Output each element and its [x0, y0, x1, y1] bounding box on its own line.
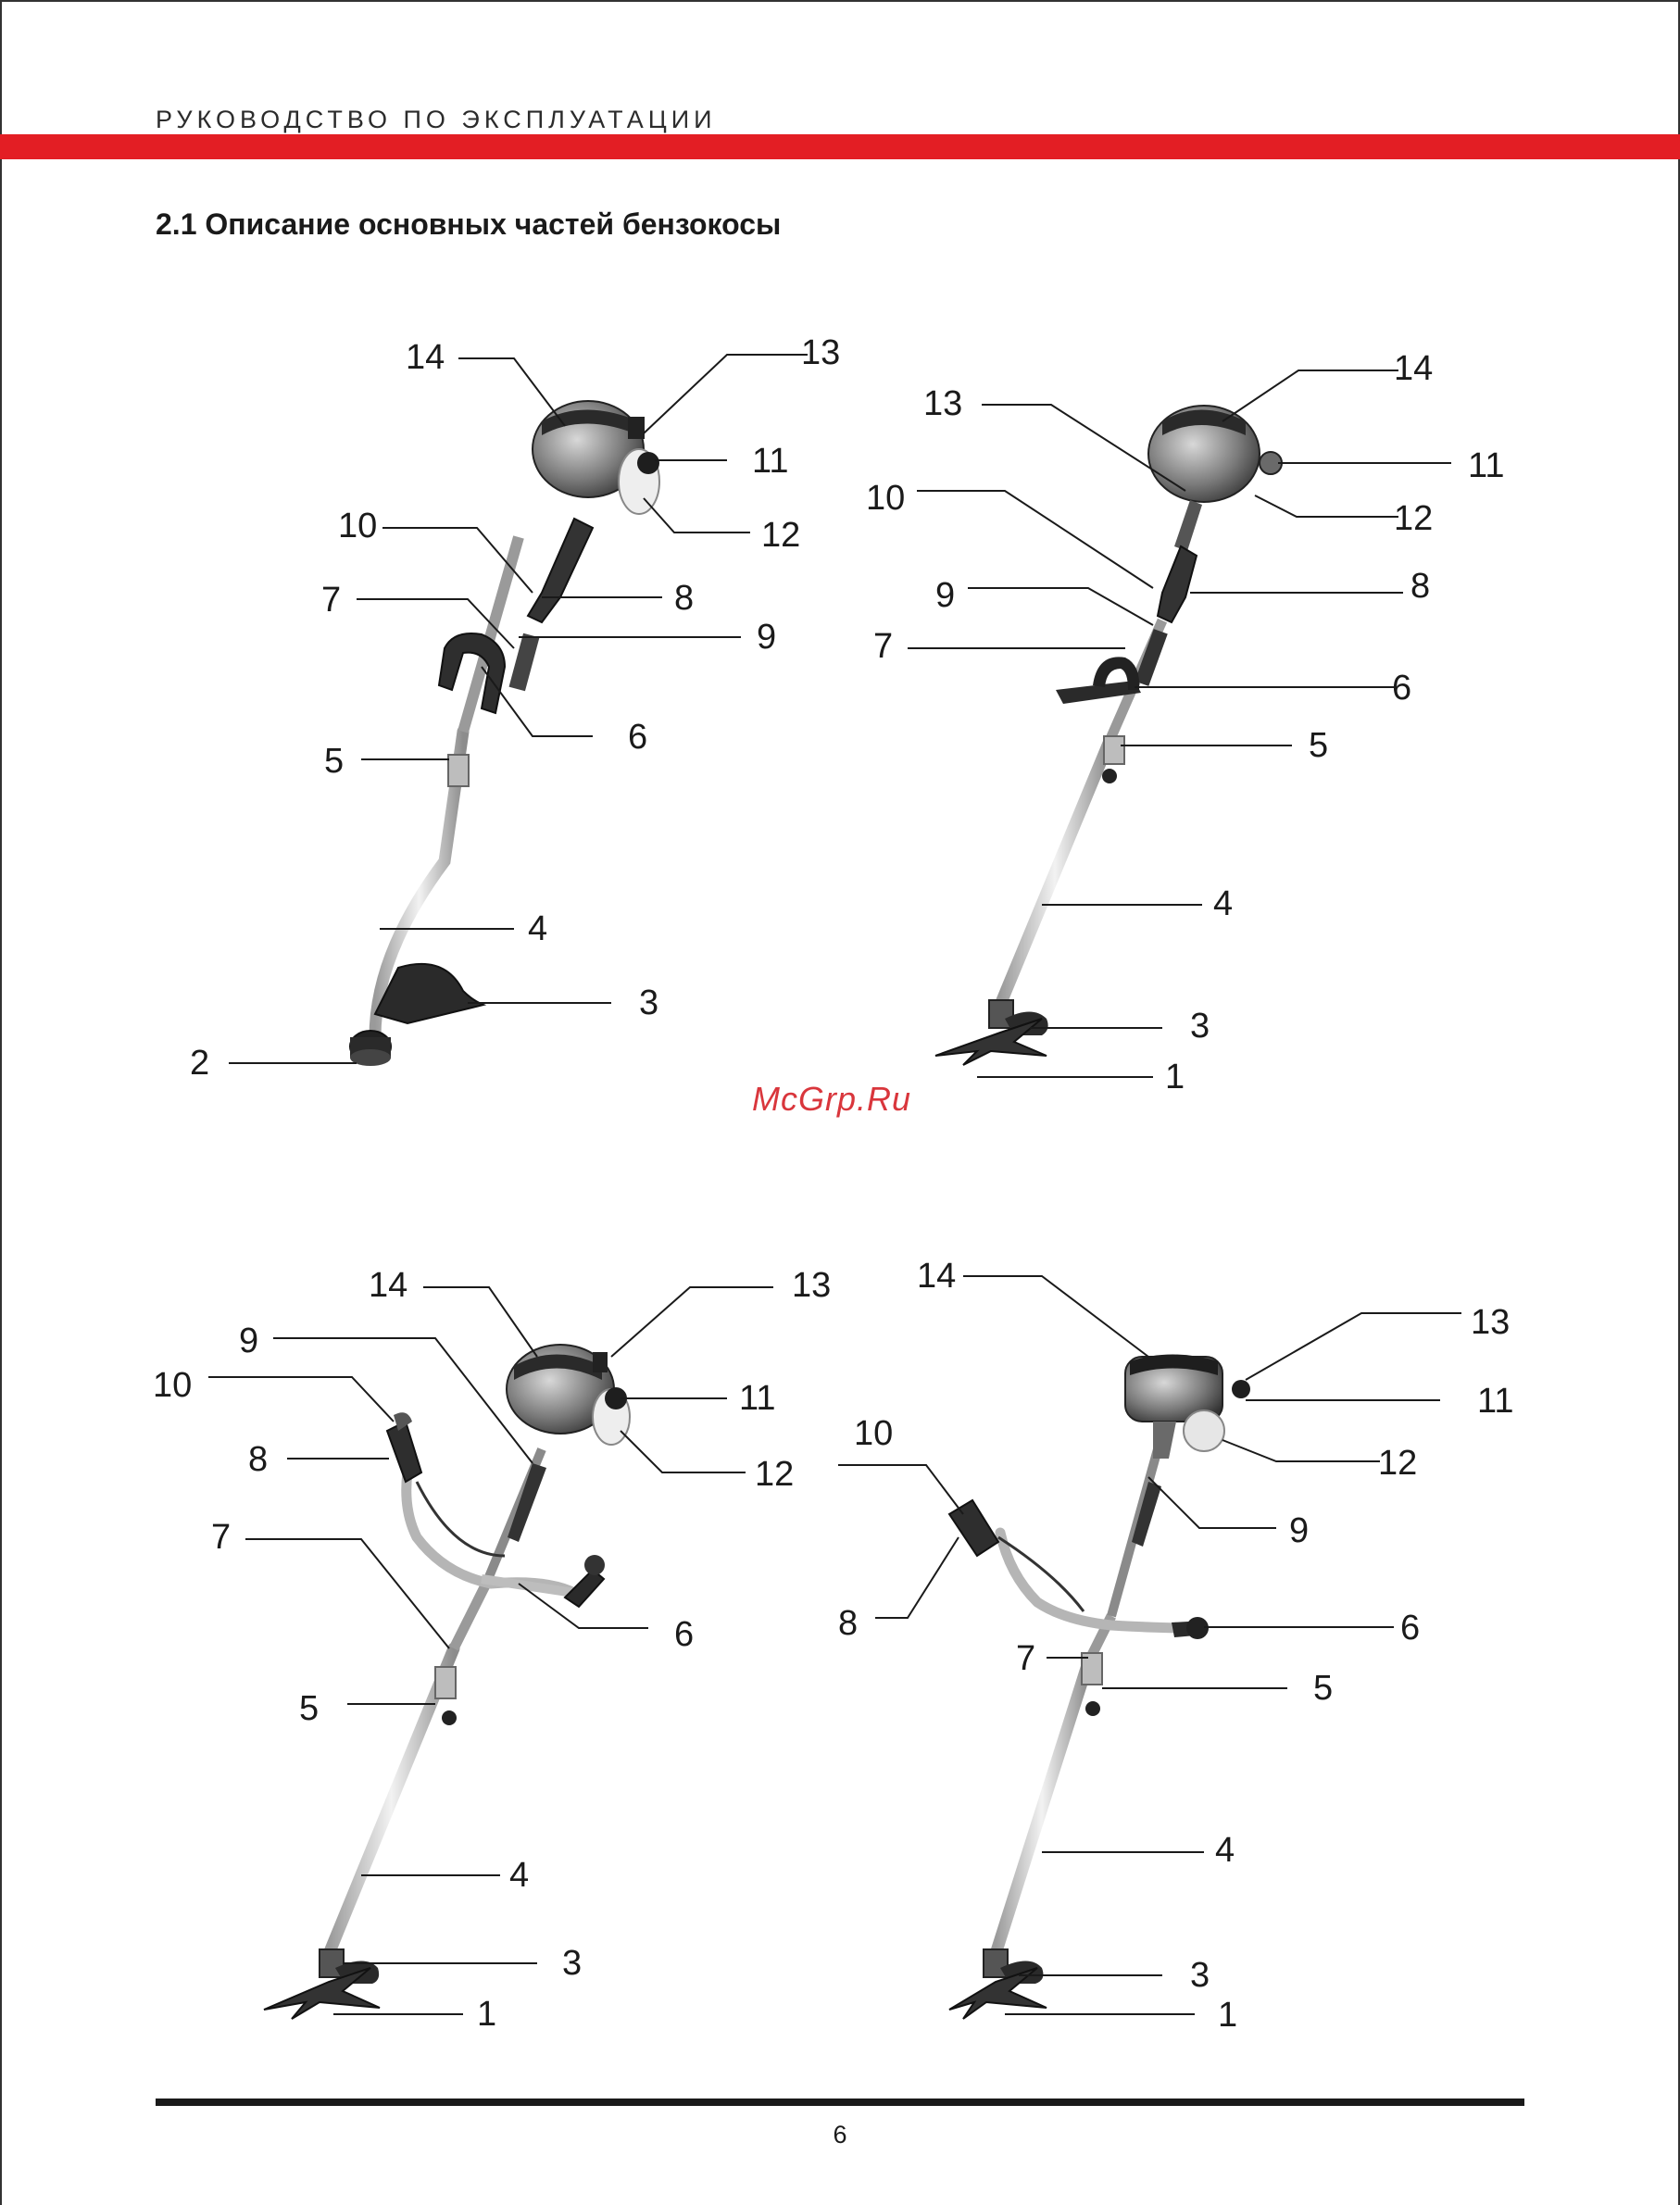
fig1-label-8: 8 [674, 579, 694, 618]
fig1-label-14: 14 [406, 338, 445, 377]
fig3-label-3: 3 [562, 1944, 582, 1983]
watermark-text: McGrp.Ru [752, 1080, 911, 1119]
fig4-label-12: 12 [1378, 1444, 1417, 1483]
fig3-label-6: 6 [674, 1615, 694, 1654]
fig2-label-6: 6 [1392, 669, 1411, 708]
fig1-label-6: 6 [628, 718, 647, 757]
fig4-label-11: 11 [1477, 1382, 1513, 1421]
figure-3-bike-handle-brushcutter: 14 13 9 11 10 12 8 7 6 5 4 3 1 [153, 1266, 831, 2034]
fig4-label-9: 9 [1289, 1511, 1309, 1550]
fig4-label-13: 13 [1471, 1303, 1510, 1342]
fig3-label-14: 14 [369, 1266, 407, 1305]
fig1-label-5: 5 [324, 742, 344, 781]
fig3-label-8: 8 [248, 1440, 268, 1479]
fig4-label-5: 5 [1313, 1669, 1333, 1708]
fig1-label-10: 10 [338, 507, 377, 545]
fig4-label-14: 14 [917, 1257, 956, 1296]
fig3-label-7: 7 [211, 1518, 231, 1557]
fig3-label-1: 1 [477, 1995, 496, 2034]
fig2-label-13: 13 [923, 384, 962, 423]
fig3-label-5: 5 [299, 1689, 319, 1728]
fig3-label-13: 13 [792, 1266, 831, 1305]
fig2-label-3: 3 [1190, 1007, 1210, 1046]
fig4-label-7: 7 [1016, 1639, 1035, 1678]
fig1-label-7: 7 [321, 581, 341, 620]
fig4-label-8: 8 [838, 1604, 858, 1643]
fig3-label-12: 12 [755, 1455, 794, 1494]
fig3-label-10: 10 [153, 1366, 192, 1405]
fig1-label-9: 9 [757, 618, 776, 657]
page-number: 6 [0, 2121, 1680, 2149]
figure-1-curved-trimmer: 14 13 11 12 10 8 7 9 6 5 4 3 2 [190, 333, 840, 1083]
fig1-label-4: 4 [528, 909, 547, 948]
fig2-label-12: 12 [1394, 499, 1433, 538]
fig2-label-8: 8 [1410, 567, 1430, 606]
fig1-label-3: 3 [639, 983, 658, 1022]
fig2-label-14: 14 [1394, 349, 1433, 388]
fig4-label-1: 1 [1218, 1996, 1237, 2035]
fig1-label-12: 12 [761, 516, 800, 555]
fig3-label-11: 11 [739, 1379, 775, 1418]
fig2-label-11: 11 [1468, 446, 1504, 485]
fig2-label-10: 10 [866, 479, 905, 518]
fig4-label-3: 3 [1190, 1956, 1210, 1995]
fig1-label-13: 13 [801, 333, 840, 372]
fig2-label-9: 9 [935, 576, 955, 615]
fig4-label-10: 10 [854, 1414, 893, 1453]
fig2-label-5: 5 [1309, 726, 1328, 765]
fig2-label-4: 4 [1213, 884, 1233, 923]
fig2-label-7: 7 [873, 627, 893, 666]
fig3-label-9: 9 [239, 1322, 258, 1360]
fig1-label-2: 2 [190, 1044, 209, 1083]
figure-2-straight-brushcutter: 14 13 11 12 10 8 9 7 6 5 4 3 1 [866, 349, 1504, 1096]
fig4-label-4: 4 [1215, 1831, 1235, 1870]
fig2-label-1: 1 [1165, 1058, 1185, 1096]
footer-rule [156, 2099, 1524, 2106]
figure-4-bike-handle-brushcutter: 14 13 11 10 12 9 8 6 7 5 4 3 1 [838, 1257, 1513, 2035]
fig1-label-11: 11 [752, 442, 788, 481]
fig3-label-4: 4 [509, 1856, 529, 1895]
fig4-label-6: 6 [1400, 1609, 1420, 1647]
